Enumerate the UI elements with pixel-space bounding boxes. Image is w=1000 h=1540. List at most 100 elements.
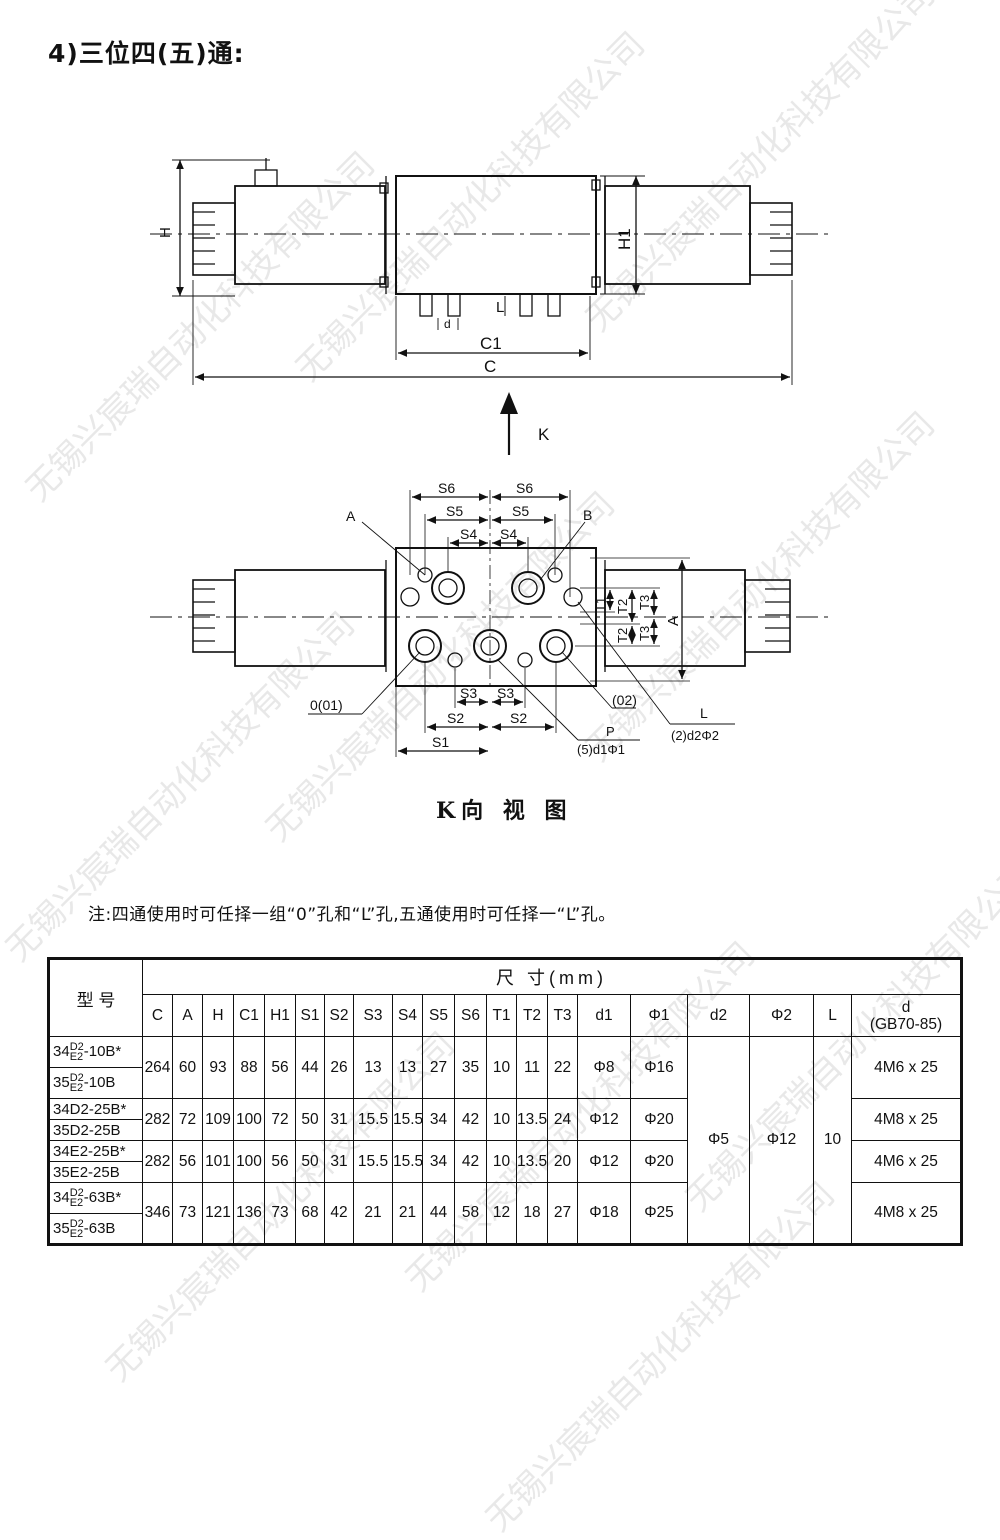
cell-C: 282 — [142, 1140, 173, 1183]
column-header-5: S1 — [295, 994, 325, 1037]
cell-S1: 50 — [295, 1098, 325, 1141]
view-caption: K向 视 图 — [436, 798, 573, 824]
cell-T2: 13.5 — [516, 1140, 548, 1183]
cell-Φ1: Φ20 — [630, 1140, 688, 1183]
cell-T2: 13.5 — [516, 1098, 548, 1141]
cell-S3: 15.5 — [353, 1140, 393, 1183]
cell-H1: 72 — [264, 1098, 296, 1141]
cell-S2: 26 — [324, 1036, 354, 1099]
cell-S6: 35 — [454, 1036, 487, 1099]
cell-A: 73 — [172, 1182, 203, 1245]
column-header-12: T2 — [516, 994, 548, 1037]
cell-S5: 27 — [422, 1036, 455, 1099]
k-view: S6 S6 S5 S5 S4 S4 S3 S3 S2 S2 S1 T1 — [150, 480, 830, 757]
cell-H: 101 — [202, 1140, 234, 1183]
cell-T2: 11 — [516, 1036, 548, 1099]
dim-c1-label: C1 — [480, 334, 502, 353]
cell-T1: 12 — [486, 1182, 517, 1245]
model-name: 35E2-25B — [48, 1161, 143, 1183]
dim-a-label: A — [665, 616, 682, 626]
port-p-label: P — [606, 724, 615, 739]
cell-d1: Φ18 — [577, 1182, 631, 1245]
cell-bolt: 4M8 x 25 — [851, 1182, 962, 1245]
cell-Φ1: Φ20 — [630, 1098, 688, 1141]
port-b-label: B — [583, 507, 592, 523]
dim-t3-bottom: T3 — [637, 626, 652, 641]
cell-T1: 10 — [486, 1098, 517, 1141]
cell-A: 60 — [172, 1036, 203, 1099]
cell-A: 56 — [172, 1140, 203, 1183]
cell-H1: 56 — [264, 1036, 296, 1099]
dim-s3-right: S3 — [497, 685, 514, 701]
right-connector — [749, 202, 793, 276]
cell-shared-phi2: Φ12 — [749, 1036, 814, 1245]
cell-S6: 58 — [454, 1182, 487, 1245]
table-row: 35D2-25B — [48, 1119, 962, 1141]
cell-S6: 42 — [454, 1098, 487, 1141]
model-name: 35D2-25B — [48, 1119, 143, 1141]
cell-T3: 20 — [547, 1140, 578, 1183]
cell-Φ1: Φ16 — [630, 1036, 688, 1099]
dim-t3-top: T3 — [637, 595, 652, 610]
dim-s6-left: S6 — [438, 480, 455, 496]
cell-d1: Φ8 — [577, 1036, 631, 1099]
dim-s3-left: S3 — [460, 685, 477, 701]
cell-C1: 100 — [233, 1140, 265, 1183]
dim-s4-right: S4 — [500, 526, 517, 542]
column-header-9: S5 — [422, 994, 455, 1037]
dim-s4-left: S4 — [460, 526, 477, 542]
cable-gland — [254, 169, 278, 187]
cell-S2: 31 — [324, 1098, 354, 1141]
cell-S5: 34 — [422, 1098, 455, 1141]
cell-bolt: 4M6 x 25 — [851, 1036, 962, 1099]
model-name: 34D2-25B* — [48, 1098, 143, 1120]
usage-note: 注:四通使用时可任择一组“0”孔和“L”孔,五通使用时可任择一“L”孔。 — [88, 905, 616, 925]
column-header-2: H — [202, 994, 234, 1037]
port-p-hole-label: (5)d1Φ1 — [577, 742, 625, 757]
page-heading: 4)三位四(五)通: — [48, 39, 245, 68]
dim-s6-right: S6 — [516, 480, 533, 496]
column-header-13: T3 — [547, 994, 578, 1037]
cell-T1: 10 — [486, 1140, 517, 1183]
technical-drawing: H H1 L d C1 C K — [150, 158, 830, 757]
cell-H: 121 — [202, 1182, 234, 1245]
cell-S4: 21 — [392, 1182, 423, 1245]
port-02-label: (02) — [612, 692, 637, 708]
cell-C1: 88 — [233, 1036, 265, 1099]
dim-s5-left: S5 — [446, 503, 463, 519]
left-solenoid-coil — [234, 185, 386, 285]
port-a-label: A — [346, 508, 356, 524]
column-header-4: H1 — [264, 994, 296, 1037]
cell-S5: 34 — [422, 1140, 455, 1183]
dim-s5-right: S5 — [512, 503, 529, 519]
column-header-14: d1 — [577, 994, 631, 1037]
cell-bolt: 4M6 x 25 — [851, 1140, 962, 1183]
column-header-8: S4 — [392, 994, 423, 1037]
cell-d1: Φ12 — [577, 1098, 631, 1141]
model-name: 34E2-25B* — [48, 1140, 143, 1162]
cell-A: 72 — [172, 1098, 203, 1141]
cell-S5: 44 — [422, 1182, 455, 1245]
column-header-17: Φ2 — [749, 994, 814, 1037]
cell-T1: 10 — [486, 1036, 517, 1099]
column-header-18: L — [813, 994, 852, 1037]
column-header-10: S6 — [454, 994, 487, 1037]
port-l-label: L — [700, 705, 708, 721]
view-arrow-k: K — [500, 392, 550, 455]
side-view: H H1 L d C1 C — [150, 158, 830, 385]
dim-t1-label: T1 — [593, 597, 608, 612]
port-o-label: 0(01) — [310, 697, 343, 713]
cell-H: 93 — [202, 1036, 234, 1099]
dim-h-label: H — [157, 227, 174, 238]
dim-c-label: C — [484, 357, 496, 376]
cell-shared-d2: Φ5 — [687, 1036, 750, 1245]
